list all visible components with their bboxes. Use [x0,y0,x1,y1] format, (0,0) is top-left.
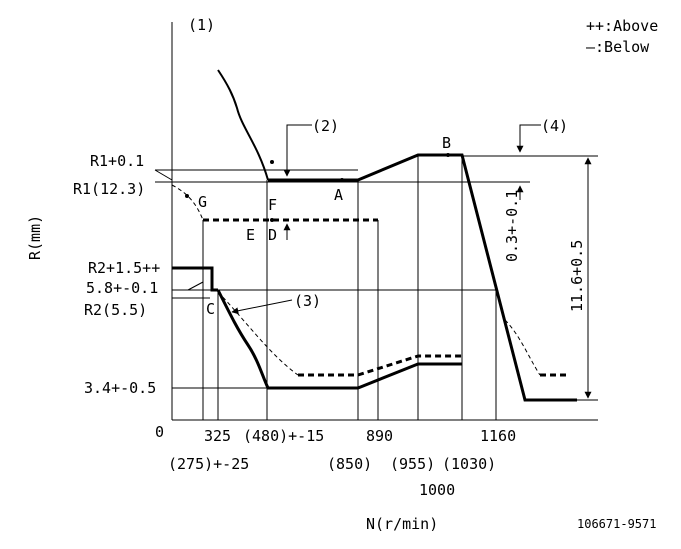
label-r1-plus: R1+0.1 [90,152,144,170]
label-58: 5.8+-0.1 [86,279,158,297]
point-a-label: A [334,186,343,204]
label-955: (955) [390,455,435,473]
callout-2-arrow [283,124,312,177]
callout-1: (1) [188,16,215,34]
label-r2-plus: R2+1.5++ [88,259,160,277]
label-1030: (1030) [442,455,496,473]
point-g-label: G [198,193,207,211]
x-axis-label: N(r/min) [366,515,438,533]
tick-r1 [154,169,173,181]
tick-58 [187,281,204,291]
point-d-label: D [268,226,277,244]
legend-below: —:Below [586,38,650,56]
point-e-label: E [246,226,255,244]
callout-2: (2) [312,117,339,135]
label-480: (480)+-15 [243,427,324,445]
point-f-dot [270,160,274,164]
thin-dashed-g [171,184,204,221]
point-f-label: F [268,196,277,214]
point-d-dot [270,218,274,222]
idle-line [216,289,462,390]
label-850: (850) [327,455,372,473]
label-r2: R2(5.5) [84,301,147,319]
callout-3-leader [231,299,293,315]
label-325: 325 [204,427,231,445]
label-275: (275)+-25 [168,455,249,473]
legend-above: ++:Above [586,17,658,35]
point-b-label: B [442,134,451,152]
point-c-label: C [206,300,215,318]
point-b-dot [446,153,450,157]
label-34: 3.4+-0.5 [84,379,156,397]
dim-03-label: 0.3+-0.1 [503,190,521,262]
label-r1: R1(12.3) [73,180,145,198]
dim-116-label: 11.6+0.5 [568,240,586,312]
y-axis-label: R(mm) [26,215,44,260]
label-890: 890 [366,427,393,445]
upper-curve [217,69,269,181]
point-g-dot [185,194,189,198]
callout-4-arrow [516,124,541,153]
figure-id: 106671-9571 [577,517,656,531]
label-1000: 1000 [419,481,455,499]
dashed-line-idle [298,354,462,377]
thin-dashed-idle [217,291,299,376]
point-a-dot [340,178,344,182]
callout-4: (4) [541,117,568,135]
callout-3: (3) [294,292,321,310]
label-1160: 1160 [480,427,516,445]
start-step-line [172,266,218,292]
origin-label: 0 [155,423,164,441]
